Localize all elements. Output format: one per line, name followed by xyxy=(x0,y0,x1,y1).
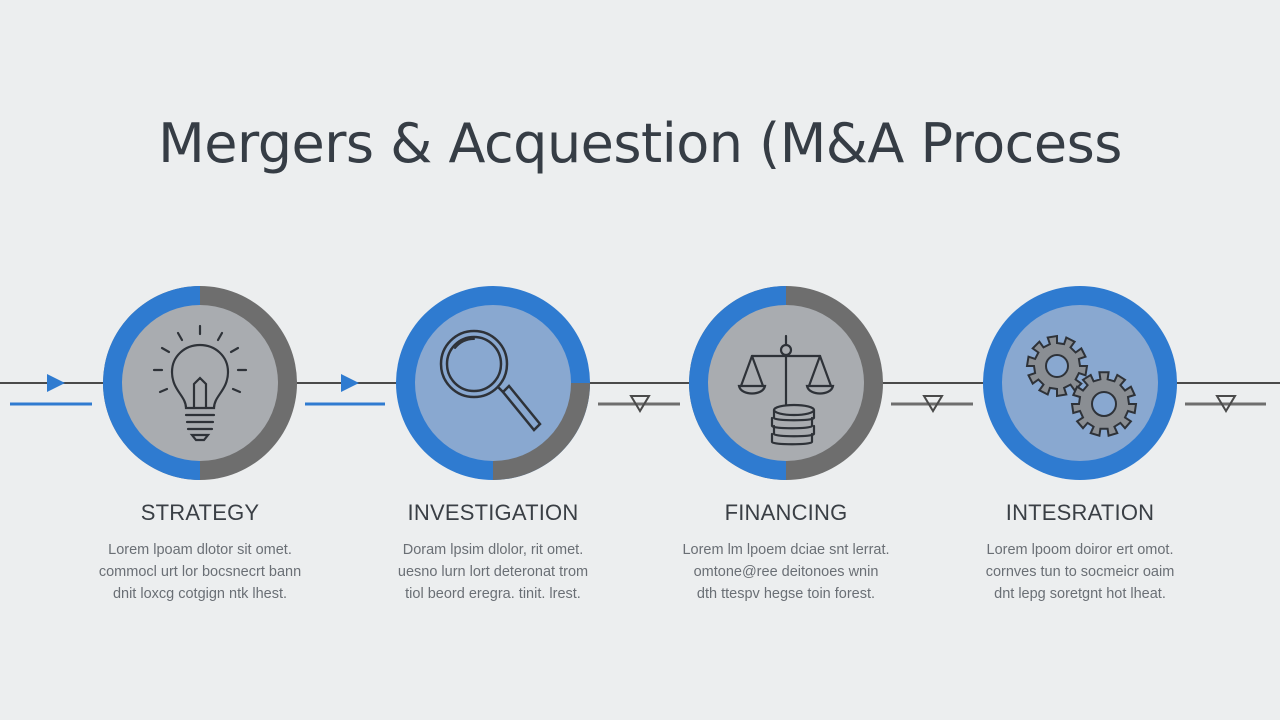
description-line: dnit loxcg cotgign ntk lhest. xyxy=(112,586,288,602)
arrow-down-icon xyxy=(1215,395,1237,413)
connector-2 xyxy=(305,374,385,406)
description-line: omtone@ree deitonoes wnin xyxy=(693,564,879,580)
step-label-2: INVESTIGATION xyxy=(407,500,579,525)
page-title: Mergers & Acquestion (M&A Process xyxy=(158,112,1122,175)
description-line: uesno lurn lort deteronat trom xyxy=(397,564,589,580)
connector-1 xyxy=(10,374,92,406)
description-line: Lorem lm lpoem dciae snt lerrat. xyxy=(682,542,890,558)
magnifying-glass-icon xyxy=(439,329,542,432)
lightbulb-icon xyxy=(152,324,248,442)
step-description-3: Lorem lm lpoem dciae snt lerrat. omtone@r… xyxy=(666,539,906,605)
arrow-down-icon xyxy=(629,395,651,413)
description-line: Doram lpsim dlolor, rit omet. xyxy=(402,542,584,558)
connector-5 xyxy=(1185,395,1266,413)
description-line: commocl urt lor bocsnecrt bann xyxy=(98,564,302,580)
step-label-1: STRATEGY xyxy=(140,500,260,525)
step-description-4: Lorem lpoom doiror ert omot. cornves tun … xyxy=(960,539,1200,605)
description-line: dth ttespv hegse toin forest. xyxy=(696,586,876,602)
description-line: cornves tun to socmeicr oaim xyxy=(985,564,1175,580)
scales-and-coins-icon xyxy=(737,334,835,446)
step-description-2: Doram lpsim dlolor, rit omet. uesno lurn … xyxy=(373,539,613,605)
step-label-3: FINANCING xyxy=(724,500,848,525)
arrow-right-icon xyxy=(47,374,65,392)
description-line: Lorem lpoam dlotor sit omet. xyxy=(108,542,292,558)
description-line: dnt lepg soretgnt hot lheat. xyxy=(994,586,1166,602)
step-label-4: INTESRATION xyxy=(1005,500,1155,525)
description-line: tiol beord eregra. tinit. lrest. xyxy=(405,586,581,602)
step-circle-strategy xyxy=(103,286,297,480)
arrow-down-icon xyxy=(922,395,944,413)
description-line: Lorem lpoom doiror ert omot. xyxy=(986,542,1174,558)
connector-3 xyxy=(598,395,680,413)
step-description-1: Lorem lpoam dlotor sit omet. commocl urt … xyxy=(80,539,320,605)
gears-icon xyxy=(1025,334,1138,437)
connector-4 xyxy=(891,395,973,413)
arrow-right-icon xyxy=(341,374,359,392)
